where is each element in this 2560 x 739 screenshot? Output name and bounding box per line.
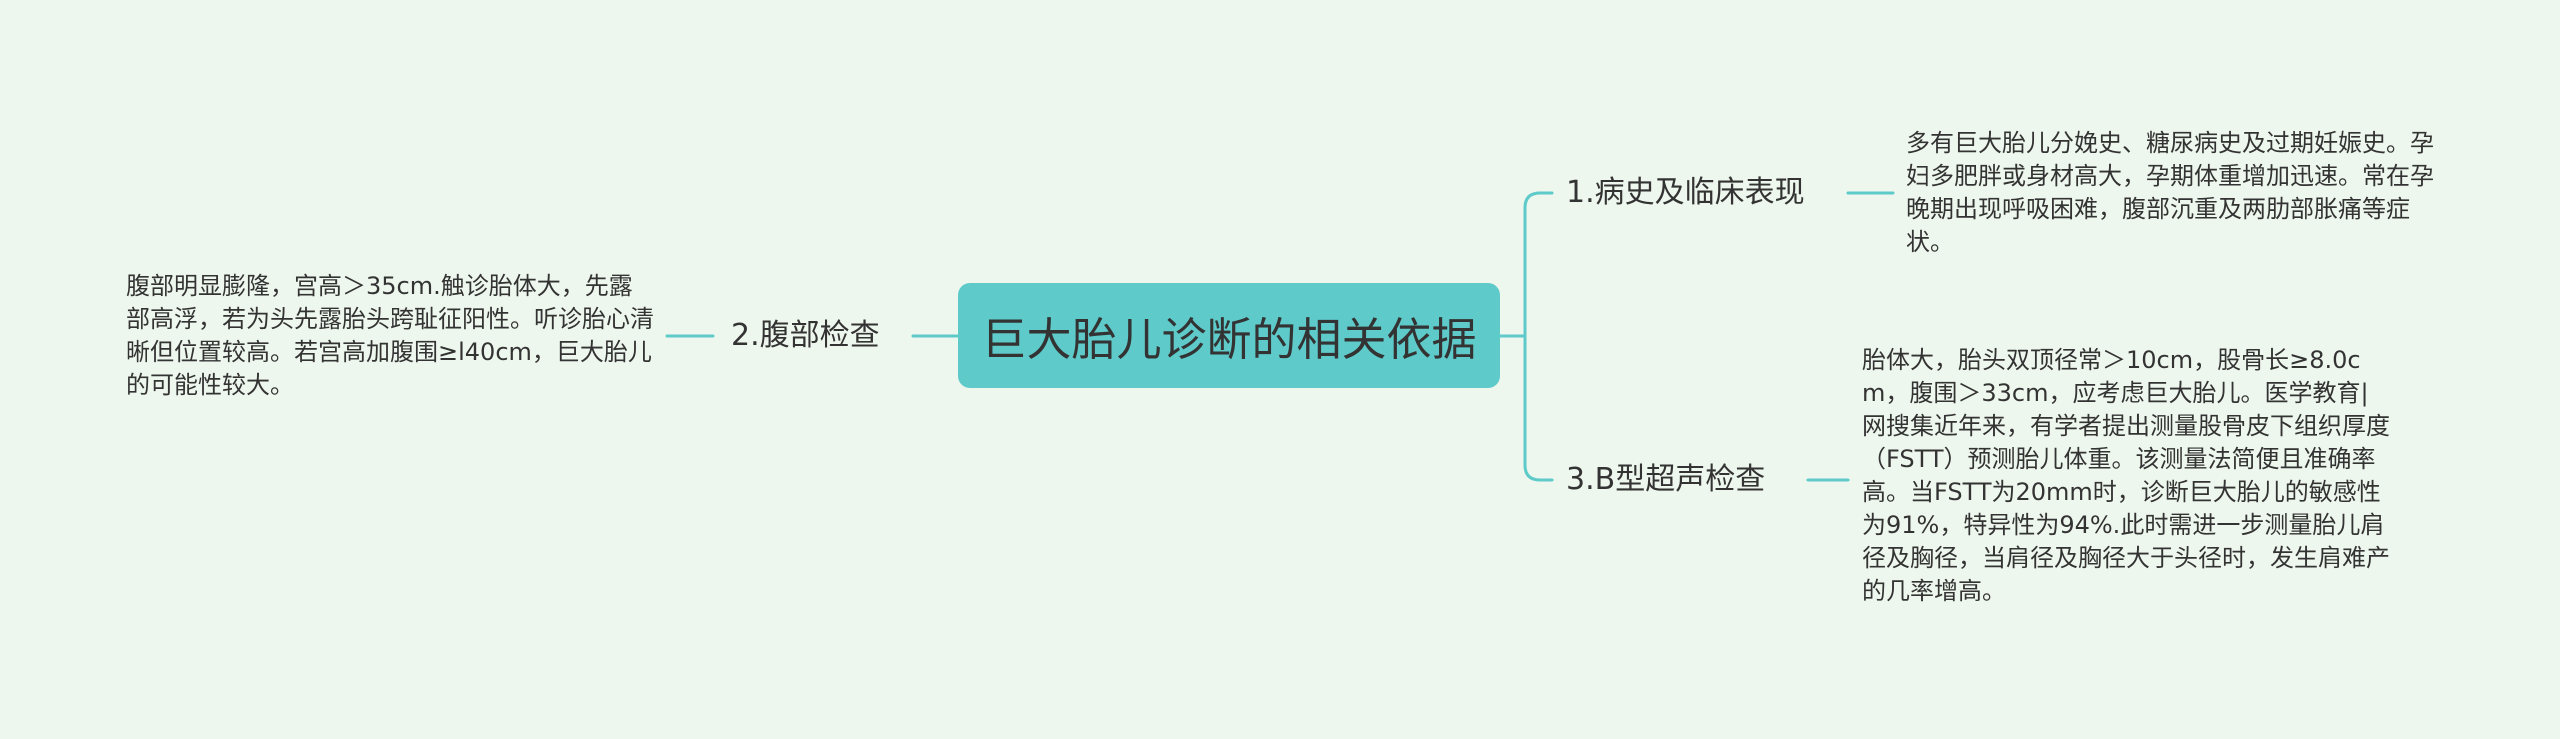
leaf-text: 胎体大，胎头双顶径常＞10cm，股骨长≥8.0cm，腹围＞33cm，应考虑巨大胎… (1862, 346, 2390, 605)
root-node[interactable]: 巨大胎儿诊断的相关依据 (958, 283, 1500, 388)
connector-root-to-branch-1 (1498, 191, 1554, 338)
leaf-medical-history-detail: 多有巨大胎儿分娩史、糖尿病史及过期妊娠史。孕妇多肥胖或身材高大，孕期体重增加迅速… (1906, 127, 2438, 259)
leaf-text: 多有巨大胎儿分娩史、糖尿病史及过期妊娠史。孕妇多肥胖或身材高大，孕期体重增加迅速… (1906, 129, 2434, 256)
branch-ultrasound[interactable]: 3.B型超声检查 (1566, 460, 1765, 500)
leaf-abdominal-exam-detail: 腹部明显膨隆，宫高＞35cm.触诊胎体大，先露部高浮，若为头先露胎头跨耻征阳性。… (126, 270, 656, 402)
branch-medical-history[interactable]: 1.病史及临床表现 (1566, 173, 1805, 213)
connector-root-to-branch-3 (1523, 334, 1554, 482)
branch-label: 1.病史及临床表现 (1566, 175, 1805, 210)
root-title: 巨大胎儿诊断的相关依据 (981, 313, 1477, 366)
leaf-text: 腹部明显膨隆，宫高＞35cm.触诊胎体大，先露部高浮，若为头先露胎头跨耻征阳性。… (126, 272, 654, 399)
branch-label: 3.B型超声检查 (1566, 462, 1766, 497)
branch-abdominal-exam[interactable]: 2.腹部检查 (731, 316, 880, 356)
leaf-ultrasound-detail: 胎体大，胎头双顶径常＞10cm，股骨长≥8.0cm，腹围＞33cm，应考虑巨大胎… (1862, 344, 2392, 608)
branch-label: 2.腹部检查 (731, 318, 880, 353)
